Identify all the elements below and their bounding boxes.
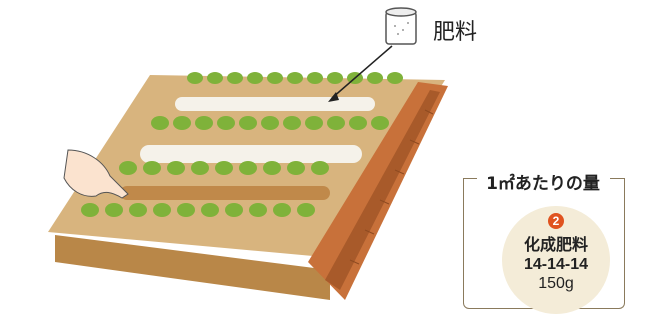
- furrow: [120, 186, 330, 200]
- fertilizer-band-1: [175, 97, 375, 111]
- pointer-line: [331, 45, 393, 99]
- garden-bed-illustration: [48, 7, 448, 300]
- fertilizer-container-icon: [385, 7, 417, 45]
- pointer-arrowhead: [328, 92, 339, 102]
- soil-ridge-shadow: [325, 90, 440, 290]
- fertilizer-name: 化成肥料: [523, 235, 588, 254]
- fertilizer-ratio: 14-14-14: [523, 256, 589, 273]
- seedling-row-4: [81, 203, 315, 217]
- amount-title: 1㎡あたりの量: [477, 169, 609, 194]
- seedling-row-1: [187, 72, 403, 84]
- amount-per-sqm-panel: 1㎡あたりの量 2 化成肥料 14-14-14 150g: [463, 169, 631, 314]
- amount-circle: 2 化成肥料 14-14-14 150g: [502, 206, 610, 314]
- seedling-row-2: [151, 116, 389, 130]
- step-badge: 2: [548, 213, 564, 229]
- soil-base: [55, 235, 330, 300]
- fertilizer-amount: 150g: [538, 275, 574, 292]
- fertilizer-label: 肥料: [433, 20, 478, 45]
- seedling-row-3: [119, 161, 329, 175]
- fertilizer-band-2: [140, 145, 362, 163]
- hand-illustration: [63, 149, 129, 199]
